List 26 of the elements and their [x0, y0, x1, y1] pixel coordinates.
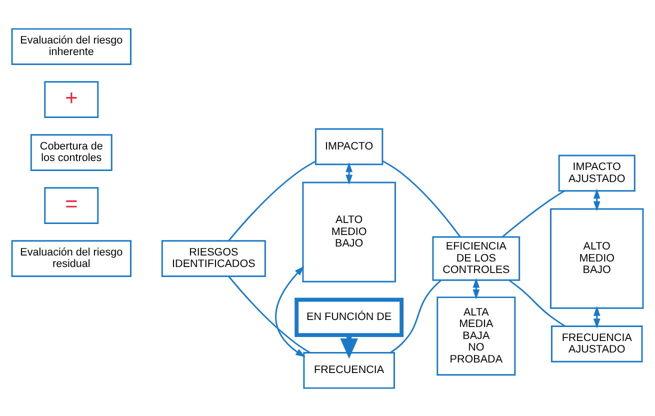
arrow: [472, 277, 480, 299]
node-box: =: [44, 186, 99, 224]
arrow: [346, 162, 353, 184]
node-box: IMPACTO: [315, 128, 384, 165]
arrow: [593, 306, 600, 328]
node-box: IMPACTO AJUSTADO: [558, 154, 636, 192]
arrow: [275, 266, 306, 357]
node-box: ALTO MEDIO BAJO: [550, 208, 644, 308]
connector: [502, 190, 565, 237]
node-box: FRECUENCIA AJUSTADO: [551, 325, 643, 362]
node-box: FRECUENCIA: [303, 352, 395, 388]
connector: [382, 160, 461, 237]
node-box: Cobertura de los controles: [30, 134, 112, 170]
node-box: ALTA MEDIA BAJA NO PROBADA: [436, 296, 516, 376]
connector: [390, 279, 442, 353]
connector: [508, 279, 566, 326]
node-box: +: [44, 80, 99, 118]
node-box: EFICIENCIA DE LOS CONTROLES: [432, 236, 520, 280]
node-box: EN FUNCIÓN DE: [294, 297, 404, 337]
node-box: Evaluación del riesgo inherente: [11, 28, 132, 64]
connector: [228, 160, 316, 241]
node-box: RIESGOS IDENTIFICADOS: [161, 240, 266, 276]
node-box: ALTO MEDIO BAJO: [302, 181, 396, 282]
node-box: Evaluación del riesgo residual: [11, 240, 132, 276]
connector: [228, 275, 310, 353]
arrow: [593, 188, 600, 211]
